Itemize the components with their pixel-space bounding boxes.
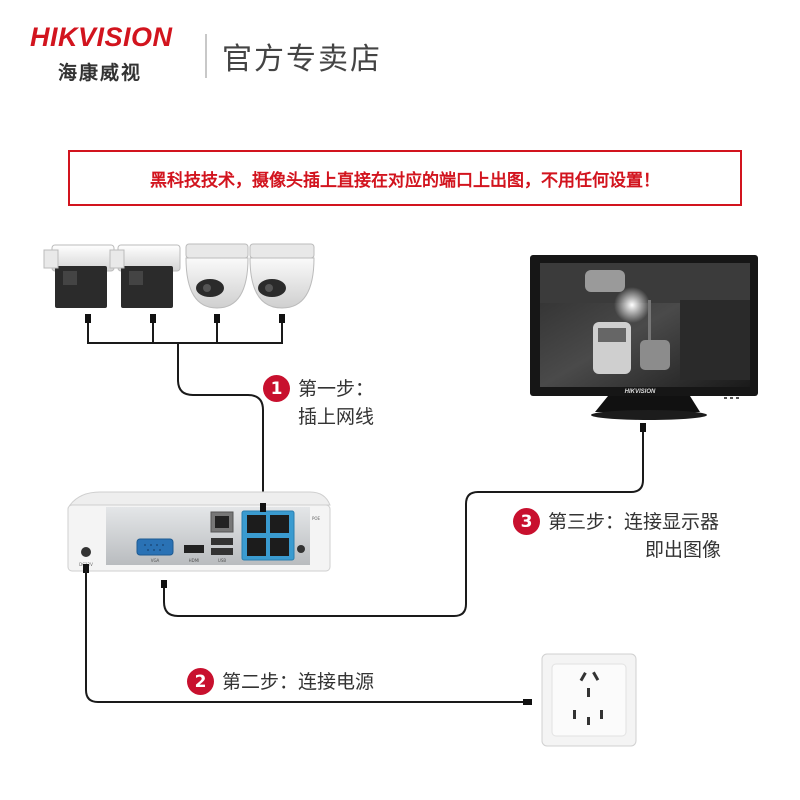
step-1-desc: 插上网线 [298, 403, 374, 431]
step-3-desc: 即出图像 [548, 536, 721, 564]
step-1-label: 1 第一步： 插上网线 [263, 375, 374, 431]
monitor-plug [640, 423, 646, 432]
step-3-number: 3 [513, 508, 540, 535]
vga-label: VGA [151, 558, 160, 563]
nvr-recorder: DC12V VGA HDMI USB POE [68, 492, 330, 571]
socket-plug [523, 699, 532, 705]
step-1-number: 1 [263, 375, 290, 402]
monitor: HIKVISION [530, 255, 758, 420]
bullet-camera-2 [110, 245, 180, 308]
hdmi-label: HDMI [189, 558, 200, 563]
dome-camera-1 [186, 244, 248, 308]
step-1-title: 第一步： [298, 375, 374, 403]
lan-plug [260, 503, 266, 512]
usb-label: USB [218, 558, 226, 563]
step-3-label: 3 第三步：连接显示器 即出图像 [513, 508, 721, 564]
poe-label: POE [312, 516, 321, 521]
step-3-title: 第三步：连接显示器 [548, 508, 721, 536]
wall-socket [542, 654, 636, 746]
step-2-label: 2 第二步：连接电源 [187, 668, 374, 696]
step-2-number: 2 [187, 668, 214, 695]
bullet-camera-1 [44, 245, 114, 308]
vga-plug [161, 580, 167, 588]
camera-cables [88, 318, 282, 505]
dome-camera-2 [250, 244, 314, 308]
monitor-brand: HIKVISION [625, 389, 656, 395]
camera-plugs [85, 314, 285, 323]
step-2-title: 第二步：连接电源 [222, 668, 374, 696]
